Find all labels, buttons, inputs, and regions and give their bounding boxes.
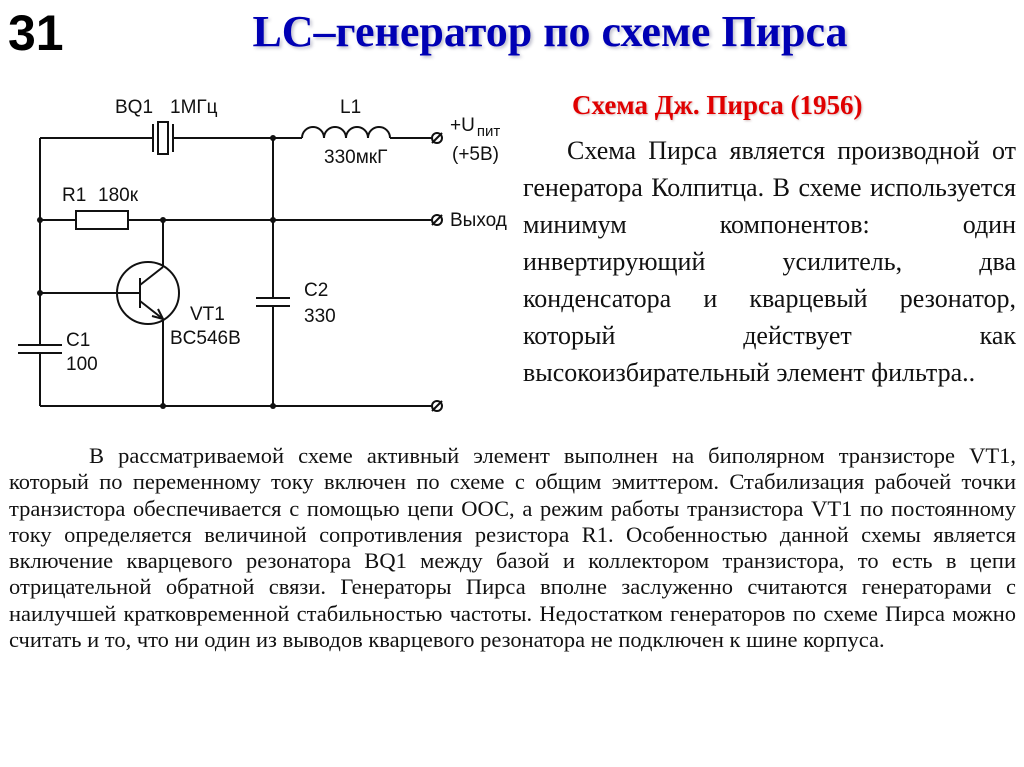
supply-value-label: (+5В) — [452, 144, 499, 165]
crystal-value-label: 1МГц — [170, 97, 218, 118]
c2-value-label: 330 — [304, 306, 336, 327]
c1-value-label: 100 — [66, 354, 98, 375]
resistor-value-label: 180к — [98, 185, 139, 206]
capacitor-c2-symbol — [256, 297, 290, 307]
c2-ref-label: C2 — [304, 280, 328, 301]
output-terminal-icon — [431, 214, 443, 226]
transistor-model-label: BC546B — [170, 328, 241, 349]
inductor-l1-symbol — [301, 126, 391, 139]
crystal-ref-label: BQ1 — [115, 97, 153, 118]
c1-ref-label: C1 — [66, 330, 90, 351]
body-paragraph: В рассматриваемой схеме активный элемент… — [9, 443, 1016, 653]
side-subtitle: Схема Дж. Пирса (1956) — [572, 90, 863, 120]
inductor-ref-label: L1 — [340, 97, 361, 118]
slide-title: LC–генератор по схеме Пирса — [252, 7, 848, 56]
resistor-r1-symbol — [75, 210, 129, 230]
supply-terminal-icon — [431, 132, 443, 144]
resistor-ref-label: R1 — [62, 185, 86, 206]
transistor-ref-label: VT1 — [190, 304, 225, 325]
output-label: Выход — [450, 210, 507, 231]
slide-number: 31 — [8, 5, 64, 61]
ground-terminal-icon — [431, 400, 443, 412]
side-description: Схема Пирса является производной от гене… — [523, 136, 1016, 387]
crystal-bq1-symbol — [152, 121, 174, 155]
inductor-value-label: 330мкГ — [324, 147, 387, 168]
capacitor-c1-symbol — [18, 344, 62, 354]
